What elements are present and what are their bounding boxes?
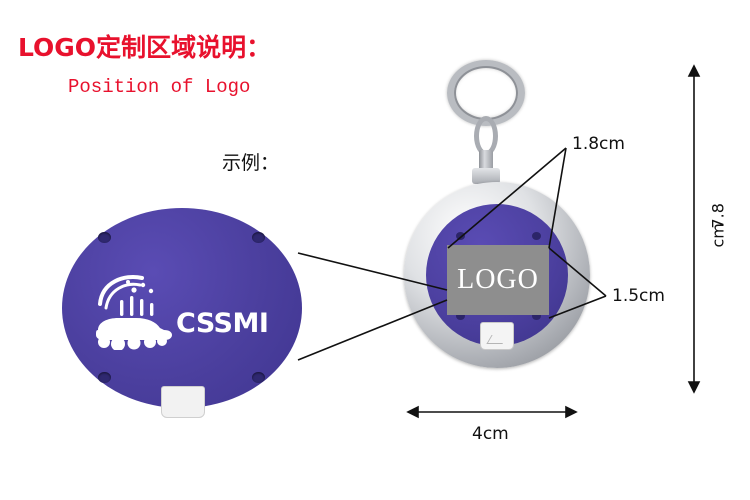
screw-dot-icon bbox=[456, 312, 465, 320]
page-title-en: Position of Logo bbox=[68, 76, 251, 98]
switch-button bbox=[480, 322, 514, 350]
screw-dot-icon bbox=[532, 232, 541, 240]
page-title-cn: LOGO定制区域说明： bbox=[18, 33, 272, 62]
dimension-logo-width: 1.8cm bbox=[572, 134, 625, 154]
screw-dot-icon bbox=[98, 232, 111, 243]
switch-button-sample bbox=[161, 386, 205, 418]
screw-dot-icon bbox=[532, 312, 541, 320]
dimension-total-height-unit: cm bbox=[708, 223, 728, 248]
dimension-logo-height: 1.5cm bbox=[612, 286, 665, 306]
logo-placement-area: LOGO bbox=[447, 245, 549, 315]
screw-dot-icon bbox=[252, 372, 265, 383]
logo-placeholder-text: LOGO bbox=[457, 264, 539, 295]
car-wash-icon bbox=[96, 275, 172, 351]
brand-name: CSSMI bbox=[176, 308, 269, 339]
dimension-body-width: 4cm bbox=[472, 424, 509, 444]
brand-lockup: CSSMI bbox=[90, 268, 278, 351]
keychain-product: LOGO bbox=[404, 60, 590, 390]
screw-dot-icon bbox=[98, 372, 111, 383]
example-label: 示例： bbox=[222, 152, 280, 174]
ring-connector bbox=[468, 116, 504, 192]
screw-dot-icon bbox=[456, 232, 465, 240]
logo-sample-disc: CSSMI bbox=[62, 208, 302, 418]
screw-dot-icon bbox=[252, 232, 265, 243]
key-ring-inner-icon bbox=[454, 66, 518, 120]
dimension-total-height: 7.8 cm bbox=[707, 203, 729, 248]
